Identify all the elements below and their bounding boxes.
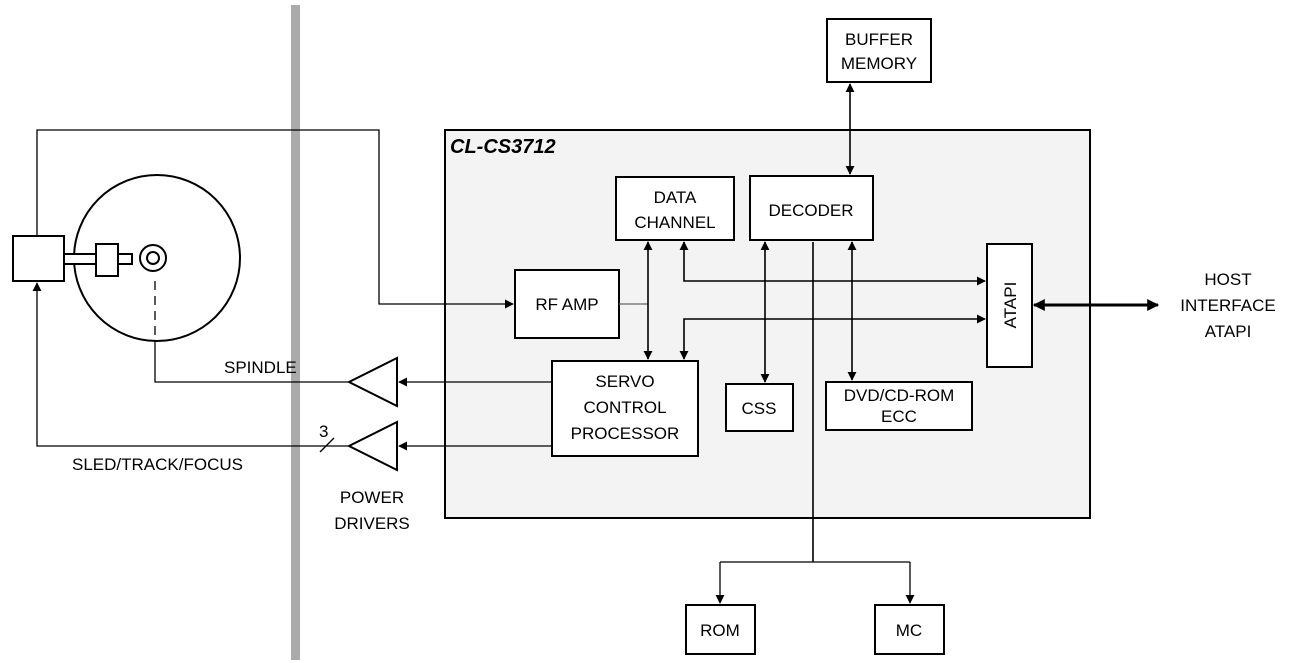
css-block (725, 383, 794, 432)
host-interface-label-1: HOST (1204, 270, 1251, 289)
bus-width-slash (319, 437, 335, 453)
ecc-label-1: DVD/CD-ROM (844, 386, 955, 405)
atapi-block (986, 243, 1033, 368)
spindle-label: SPINDLE (224, 358, 297, 377)
spindle-hub-inner (146, 251, 160, 265)
rf-amp-label: RF AMP (535, 295, 598, 314)
mc-label: MC (896, 621, 922, 640)
buffer-memory-block (826, 18, 932, 83)
pickup-sled (95, 243, 119, 277)
spindle-driver-amplifier (346, 356, 398, 408)
sled-track-focus-label: SLED/TRACK/FOCUS (72, 455, 243, 474)
bus-width-label: 3 (319, 422, 328, 441)
decoder-block (749, 175, 874, 241)
enclosure-divider (291, 5, 300, 660)
rom-label: ROM (700, 621, 740, 640)
data-channel-to-atapi-line (679, 241, 986, 286)
pickup-to-rf-amp-line (36, 129, 514, 309)
servo-label-1: SERVO (595, 372, 654, 391)
buffer-memory-label-2: MEMORY (841, 54, 917, 73)
host-interface-label-3: ATAPI (1205, 322, 1252, 341)
chip-title: CL-CS3712 (450, 136, 556, 158)
decoder-label: DECODER (768, 201, 853, 220)
sled-driver-to-pickup-line (32, 282, 349, 447)
data-channel-label-2: CHANNEL (634, 213, 715, 232)
css-label: CSS (742, 399, 777, 418)
rom-block (685, 604, 756, 655)
sled-driver-amplifier (346, 420, 398, 472)
servo-label-3: PROCESSOR (571, 424, 680, 443)
data-channel-label-1: DATA (654, 188, 697, 207)
power-drivers-label-2: DRIVERS (334, 514, 410, 533)
atapi-label: ATAPI (1001, 282, 1020, 329)
rf-amp-block (514, 269, 620, 339)
disc-drive-mechanism (12, 174, 241, 342)
spindle-driver-to-motor-line (154, 350, 349, 383)
data-channel-block (615, 176, 735, 241)
servo-control-processor-block (551, 360, 699, 457)
optical-pickup (12, 235, 65, 282)
mc-block (874, 604, 945, 655)
ecc-label-2: ECC (881, 407, 917, 426)
power-drivers-label-1: POWER (340, 488, 404, 507)
buffer-memory-label-1: BUFFER (845, 30, 913, 49)
dvd-cdrom-ecc-block (825, 381, 973, 431)
servo-to-atapi-line (679, 314, 986, 360)
servo-label-2: CONTROL (583, 398, 666, 417)
host-interface-label-2: INTERFACE (1180, 296, 1275, 315)
